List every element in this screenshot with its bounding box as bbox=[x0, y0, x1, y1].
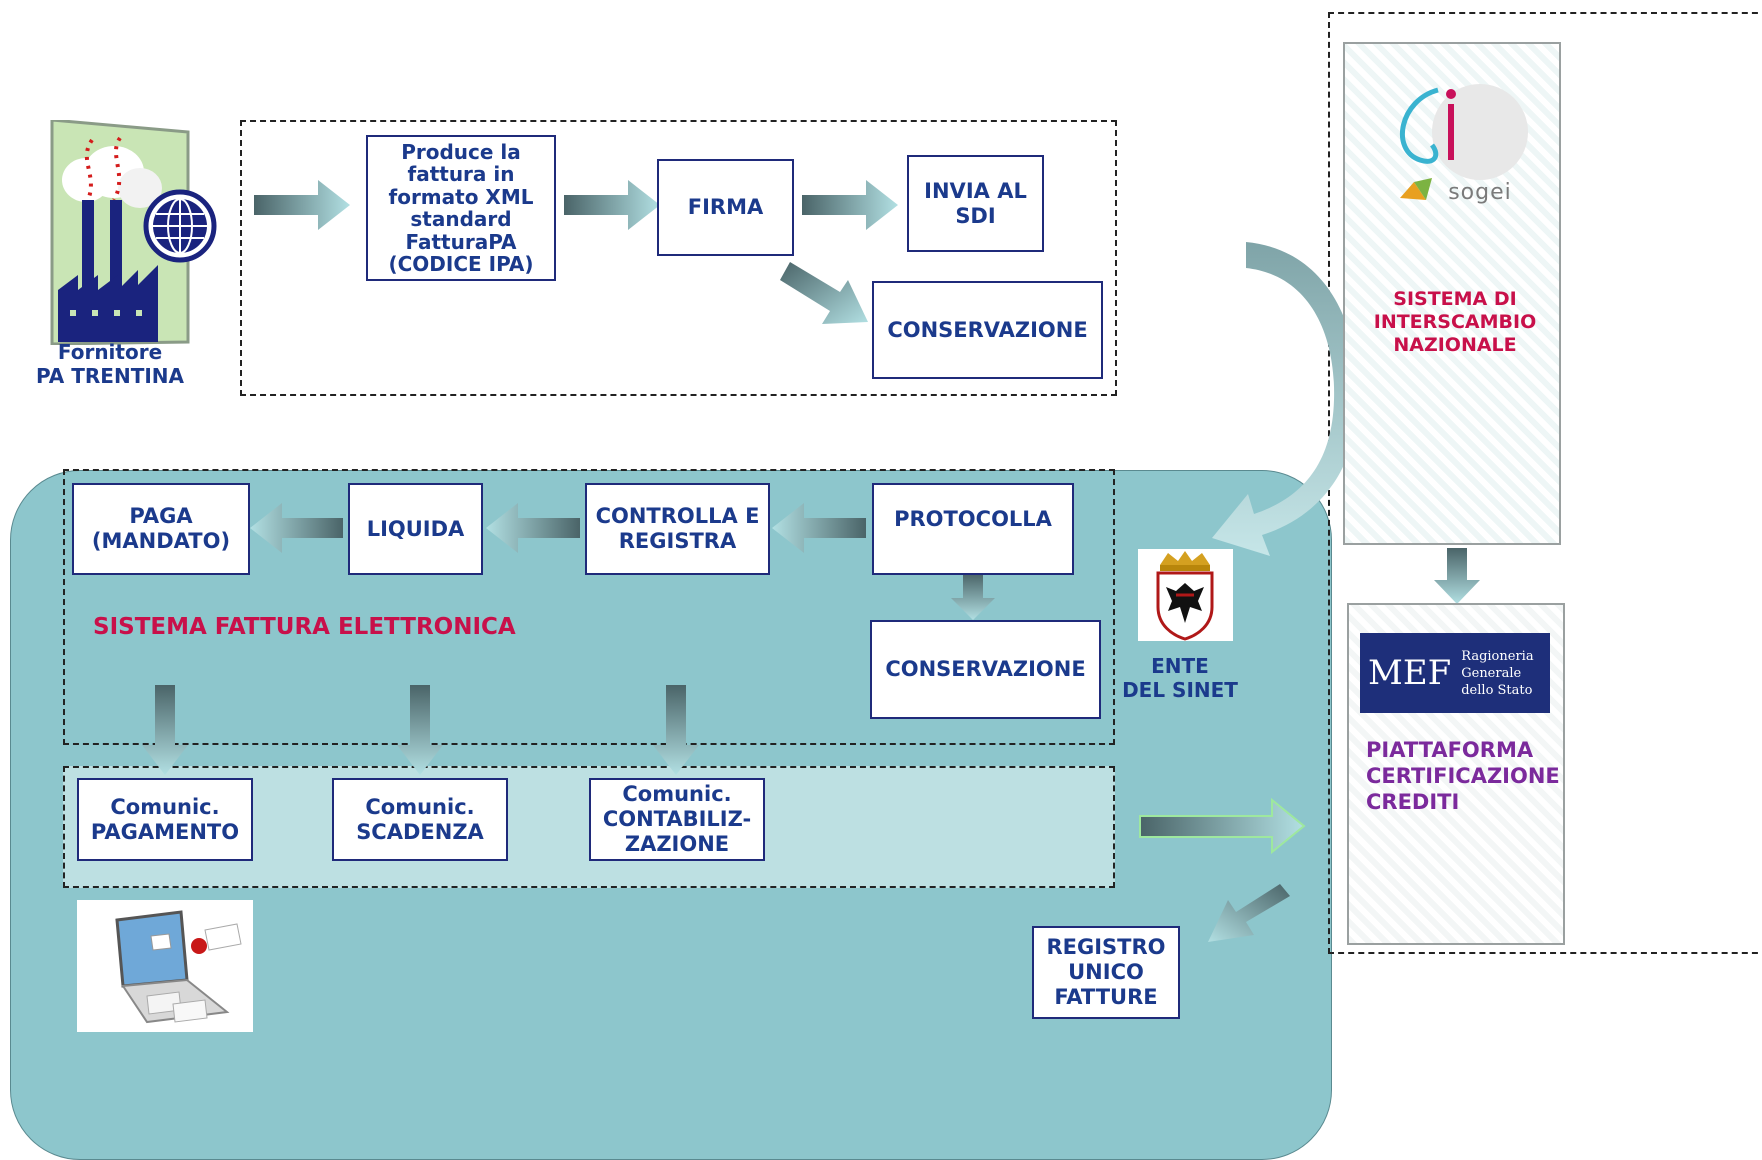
arrow-to-controlla bbox=[772, 503, 866, 553]
protocolla-step: PROTOCOLLA bbox=[872, 483, 1074, 575]
mef-label: PIATTAFORMA CERTIFICAZIONE CREDITI bbox=[1366, 738, 1560, 814]
arrow-to-mef bbox=[1139, 797, 1306, 855]
arrow-to-firma bbox=[564, 180, 660, 230]
firma-step: FIRMA bbox=[657, 159, 794, 256]
arrow-to-contabilizzazione bbox=[653, 685, 699, 775]
arrow-to-invia bbox=[802, 180, 898, 230]
sistema-fattura-title: SISTEMA FATTURA ELETTRONICA bbox=[93, 614, 516, 640]
mef-logo: MEF Ragioneria Generale dello Stato bbox=[1360, 633, 1550, 713]
mef-logo-text: Ragioneria Generale dello Stato bbox=[1461, 648, 1534, 698]
sogei-logo-text: sogei bbox=[1448, 180, 1512, 205]
arrow-to-liquida bbox=[486, 503, 580, 553]
arrow-to-conservazione-ente bbox=[951, 574, 995, 620]
arrow-to-paga bbox=[250, 503, 343, 553]
arrow-to-produce bbox=[254, 180, 350, 230]
invia-sdi-step: INVIA AL SDI bbox=[907, 155, 1044, 252]
sdi-logo bbox=[1380, 70, 1540, 210]
arrow-sdi-to-ente bbox=[1212, 242, 1359, 556]
controlla-registra-step: CONTROLLA E REGISTRA bbox=[585, 483, 770, 575]
comunic-contabilizzazione-box: Comunic. CONTABILIZ- ZAZIONE bbox=[589, 778, 765, 861]
conservazione-ente-step: CONSERVAZIONE bbox=[870, 620, 1101, 719]
paga-step: PAGA (MANDATO) bbox=[72, 483, 250, 575]
arrow-to-scadenza bbox=[397, 685, 443, 775]
factory-icon bbox=[48, 118, 217, 346]
comunic-pagamento-box: Comunic. PAGAMENTO bbox=[77, 778, 253, 861]
mef-logo-word: MEF bbox=[1368, 653, 1452, 693]
laptop-email-icon bbox=[77, 900, 253, 1032]
ente-label: ENTE DEL SINET bbox=[1122, 654, 1238, 702]
liquida-step: LIQUIDA bbox=[348, 483, 483, 575]
produce-fattura-step: Produce la fattura in formato XML standa… bbox=[366, 135, 556, 281]
comunic-scadenza-box: Comunic. SCADENZA bbox=[332, 778, 508, 861]
arrow-to-registro bbox=[1208, 884, 1290, 942]
sdi-label: SISTEMA DI INTERSCAMBIO NAZIONALE bbox=[1373, 288, 1537, 356]
coat-of-arms-icon bbox=[1138, 549, 1233, 641]
arrow-to-conservazione-top bbox=[780, 262, 868, 324]
arrow-to-pagamento bbox=[142, 685, 188, 775]
fattura-elettronica-frame bbox=[63, 469, 1115, 745]
supplier-label: Fornitore PA TRENTINA bbox=[35, 340, 184, 388]
conservazione-supplier-step: CONSERVAZIONE bbox=[872, 281, 1103, 379]
registro-unico-fatture-box: REGISTRO UNICO FATTURE bbox=[1032, 926, 1180, 1019]
arrow-sdi-to-mef bbox=[1434, 548, 1480, 604]
supplier-process-frame bbox=[240, 120, 1117, 396]
